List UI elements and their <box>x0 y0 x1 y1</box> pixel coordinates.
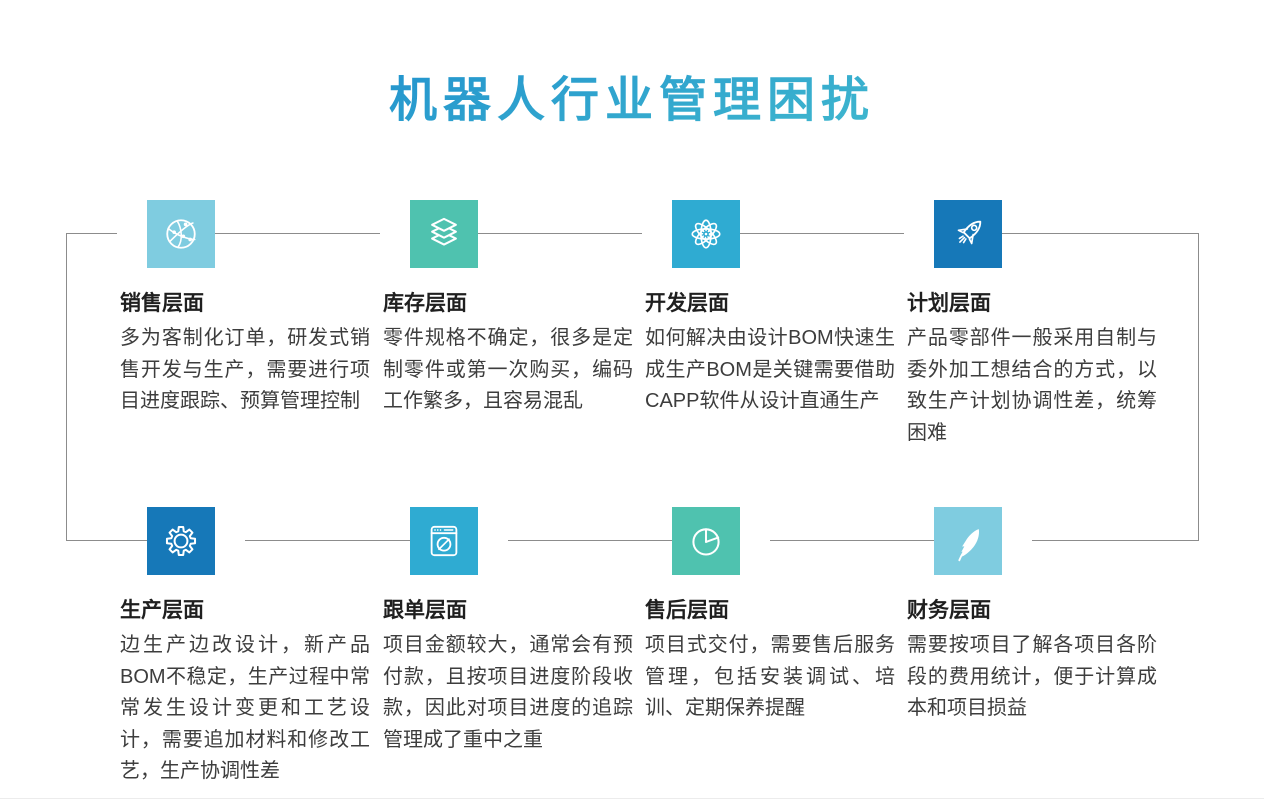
card-body: 零件规格不确定，很多是定制零件或第一次购买，编码工作繁多，且容易混乱 <box>383 327 633 412</box>
card-title: 财务层面 <box>907 599 991 622</box>
card-body: 项目式交付，需要售后服务管理，包括安装调试、培训、定期保养提醒 <box>645 634 895 719</box>
rocket-icon <box>934 200 1002 268</box>
card-finance: 财务层面 需要按项目了解各项目各阶段的费用统计，便于计算成本和项目损益 <box>907 507 1157 725</box>
card-body: 多为客制化订单，研发式销售开发与生产，需要进行项目进度跟踪、预算管理控制 <box>120 327 370 412</box>
card-body: 边生产边改设计，新产品BOM不稳定，生产过程中常常发生设计变更和工艺设计，需要追… <box>120 634 370 782</box>
card-body: 需要按项目了解各项目各阶段的费用统计，便于计算成本和项目损益 <box>907 634 1157 719</box>
card-title: 跟单层面 <box>383 599 467 622</box>
feather-icon <box>934 507 1002 575</box>
card-body: 产品零部件一般采用自制与委外加工想结合的方式，以致生产计划协调性差，统筹困难 <box>907 327 1157 444</box>
card-planning: 计划层面 产品零部件一般采用自制与委外加工想结合的方式，以致生产计划协调性差，统… <box>907 200 1157 449</box>
card-title: 计划层面 <box>907 292 991 315</box>
card-development: 开发层面 如何解决由设计BOM快速生成生产BOM是关键需要借助CAPP软件从设计… <box>645 200 895 418</box>
pie-chart-icon <box>672 507 740 575</box>
card-body: 如何解决由设计BOM快速生成生产BOM是关键需要借助CAPP软件从设计直通生产 <box>645 327 895 412</box>
globe-network-icon <box>147 200 215 268</box>
card-title: 生产层面 <box>120 599 204 622</box>
card-title: 售后层面 <box>645 599 729 622</box>
card-after-sales: 售后层面 项目式交付，需要售后服务管理，包括安装调试、培训、定期保养提醒 <box>645 507 895 725</box>
page-title: 机器人行业管理困扰 <box>0 72 1264 130</box>
gear-icon <box>147 507 215 575</box>
card-production: 生产层面 边生产边改设计，新产品BOM不稳定，生产过程中常常发生设计变更和工艺设… <box>120 507 370 788</box>
card-order-tracking: 跟单层面 项目金额较大，通常会有预付款，且按项目进度阶段收款，因此对项目进度的追… <box>383 507 633 756</box>
browser-compass-icon <box>410 507 478 575</box>
card-inventory: 库存层面 零件规格不确定，很多是定制零件或第一次购买，编码工作繁多，且容易混乱 <box>383 200 633 418</box>
card-title: 库存层面 <box>383 292 467 315</box>
card-title: 销售层面 <box>120 292 204 315</box>
card-title: 开发层面 <box>645 292 729 315</box>
atom-icon <box>672 200 740 268</box>
card-sales: 销售层面 多为客制化订单，研发式销售开发与生产，需要进行项目进度跟踪、预算管理控… <box>120 200 370 418</box>
card-body: 项目金额较大，通常会有预付款，且按项目进度阶段收款，因此对项目进度的追踪管理成了… <box>383 634 633 751</box>
layers-icon <box>410 200 478 268</box>
